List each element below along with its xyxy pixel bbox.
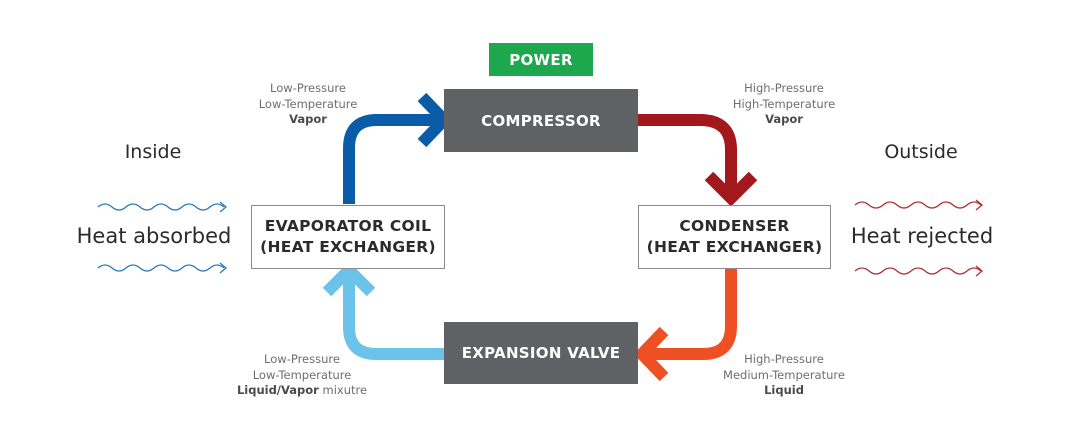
state-comp-cond-line1: High-Pressure <box>744 81 824 95</box>
outside-wave-bottom <box>854 267 982 275</box>
state-evap-comp-line1: Low-Pressure <box>270 81 346 95</box>
evaporator-label-line2: (HEAT EXCHANGER) <box>260 238 436 256</box>
state-exp-evap-line1: Low-Pressure <box>264 352 340 366</box>
outside-wave-bottom-arrow <box>975 265 984 277</box>
compressor-label: COMPRESSOR <box>481 111 601 130</box>
arrowhead-into-evaporator <box>322 261 376 297</box>
state-label-evap-to-compressor: Low-Pressure Low-Temperature Vapor <box>238 81 378 128</box>
outside-title: Outside <box>884 141 958 163</box>
condenser-label-line1: CONDENSER <box>679 217 790 235</box>
inside-wave-top-arrow <box>219 201 228 213</box>
outside-wave-top-arrow <box>975 199 984 211</box>
condenser-label-line2: (HEAT EXCHANGER) <box>646 238 823 256</box>
inside-wave-bottom <box>97 264 225 272</box>
arrowhead-into-expansion-valve <box>633 326 669 382</box>
inside-title: Inside <box>124 141 182 163</box>
compressor-box: COMPRESSOR <box>444 89 638 152</box>
flow-path-low-pressure-mixture <box>343 276 444 360</box>
state-evap-comp-line2: Low-Temperature <box>258 96 358 111</box>
arrowhead-into-condenser <box>704 171 758 207</box>
flow-path-high-pressure-liquid <box>646 268 737 360</box>
state-evap-comp-line3: Vapor <box>289 112 327 126</box>
state-exp-evap-line2: Low-Temperature <box>252 367 352 382</box>
state-exp-evap-line3-rest: mixutre <box>318 383 368 397</box>
state-label-expansion-to-evap: Low-Pressure Low-Temperature Liquid/Vapo… <box>222 352 382 399</box>
state-label-condenser-to-expansion: High-Pressure Medium-Temperature Liquid <box>707 352 861 399</box>
inside-heat-absorbed-label: Heat absorbed <box>76 224 232 248</box>
state-comp-cond-line3: Vapor <box>765 112 803 126</box>
power-box: POWER <box>489 43 593 76</box>
inside-wave-bottom-arrow <box>219 262 228 274</box>
inside-wave-top <box>97 203 225 211</box>
state-label-compressor-to-condenser: High-Pressure High-Temperature Vapor <box>714 81 854 128</box>
state-cond-exp-line1: High-Pressure <box>744 352 824 366</box>
flow-path-low-pressure-vapor <box>343 114 440 204</box>
expansion-valve-label: EXPANSION VALVE <box>461 344 621 362</box>
power-label: POWER <box>509 50 573 69</box>
state-comp-cond-line2: High-Temperature <box>732 96 836 111</box>
condenser-box: CONDENSER (HEAT EXCHANGER) <box>638 205 831 269</box>
outside-heat-waves <box>854 199 984 277</box>
expansion-valve-box: EXPANSION VALVE <box>444 322 638 384</box>
evaporator-coil-box: EVAPORATOR COIL (HEAT EXCHANGER) <box>251 205 445 269</box>
outside-wave-top <box>854 201 982 209</box>
inside-heat-waves <box>97 201 228 274</box>
outside-heat-rejected-label: Heat rejected <box>850 224 994 248</box>
state-cond-exp-line2: Medium-Temperature <box>723 367 845 382</box>
evaporator-label-line1: EVAPORATOR COIL <box>264 217 432 235</box>
state-exp-evap-line3-bold: Liquid/Vapor <box>236 383 319 397</box>
flow-path-high-pressure-vapor <box>638 114 737 196</box>
state-cond-exp-line3: Liquid <box>764 383 804 397</box>
